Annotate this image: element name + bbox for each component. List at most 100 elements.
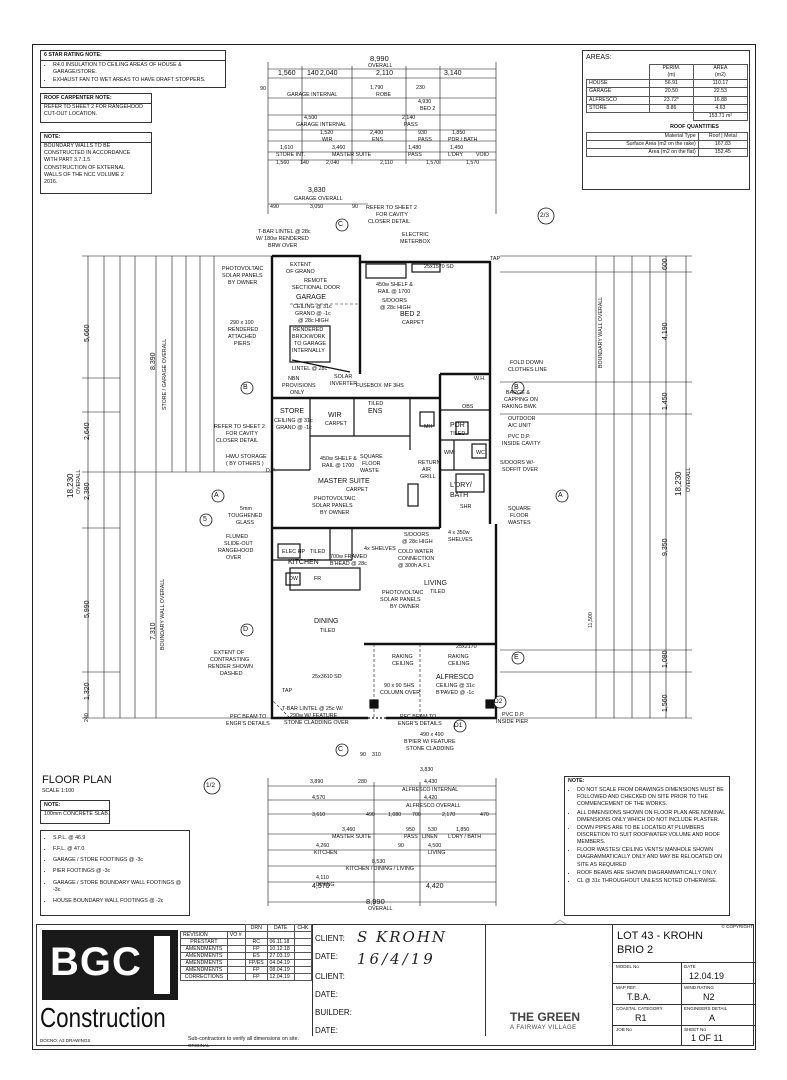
plan-note: S/DOORS W/- [500,460,535,466]
dim: 2,640 [84,422,91,440]
general-note-item: ROOF BEAMS ARE SHOWN DIAGRAMMATICALLY ON… [577,870,726,877]
dim-label: WIR [322,137,333,143]
dim: 1,850 [452,130,466,136]
general-note-item: FLOOR WASTES/ CEILING VENTS/ MANHOLE SHO… [577,847,726,868]
revision-date: 10.12.18 [266,945,295,953]
room-note: GRANO @ -1c [295,311,331,317]
plan-note: INTERNALLY [292,348,325,354]
room-note: TILED [368,401,384,407]
plan-note: DW [289,576,298,582]
room-alfresco: ALFRESCO [436,674,474,681]
dim: 280 [358,779,367,785]
plan-note: PHOTOVOLTAIC [314,496,356,502]
copyright: © COPYRIGHT [721,924,753,929]
dim: 4,260 [316,843,330,849]
plan-note: FUSEBOX [356,383,382,389]
plan-note: CEILING [392,661,414,667]
plan-note: CONNECTION [398,556,435,562]
plan-note: FOR CAVITY [226,431,258,437]
plan-note: SOLAR PANELS [380,597,421,603]
area-name: STORE [585,103,651,113]
room-pdr: PDR [450,422,465,429]
plan-note: NBN [288,376,300,382]
plan-note: PVC D.P. [508,434,531,440]
revision-footer: Sub-contractors to verify all dimensions… [188,1036,299,1042]
plan-note: 490 x 490 [420,732,444,738]
mapref-label: MAP REF. [616,985,637,990]
plan-note: 450w SHELF & [320,456,357,462]
dim: 490 [270,204,279,210]
plan-note: TAP [490,256,501,262]
dim: 4,500 [428,843,442,849]
plan-note: W.H. [474,376,486,382]
dim-label: VOID [476,152,489,158]
plan-note: T-BAR LINTEL @ 25c W/ [282,706,343,712]
dim: 470 [480,812,489,818]
room-ldry-bath: BATH [450,492,469,499]
plan-note: RAKING BWK [502,404,537,410]
the-green-text: THE GREEN [510,1010,581,1024]
dim: 4,570 [312,883,330,890]
plan-note: SHR [460,504,472,510]
room-note: TILED [430,589,446,595]
dim: 90 [352,204,358,210]
dim: 18,230 [674,471,683,496]
plan-note: ONLY [290,390,305,396]
plan-note: ENGR'S DETAILS [398,721,442,727]
client-label: CLIENT: [315,934,345,943]
title-info: © COPYRIGHT LOT 43 - KROHN BRIO 2 MODEL … [612,924,755,1046]
dim: 1,570 [466,160,480,166]
date-label: DATE: [315,1026,338,1035]
plan-note: RAKING [448,654,469,660]
revision-drn: ES [244,952,268,960]
perim-label: PERIM. [662,65,681,72]
dim-label: GARAGE INTERNAL [296,122,347,128]
plan-note: SHELVES [448,537,473,543]
dim: 4,110 [316,875,329,881]
section-marker-c: C [338,221,344,228]
plan-note: METERBOX [400,239,431,245]
dim: 1,560 [278,70,296,77]
dim: 1,610 [280,145,294,151]
dim: 3,830 [308,187,326,194]
plan-note: S/DOORS [404,532,429,538]
level-item: HOUSE BOUNDARY WALL FOOTINGS @ -2c [53,898,186,905]
dim: 9,350 [662,538,669,556]
dim: 2,110 [380,160,393,166]
plan-note: FOR CAVITY [376,212,408,218]
plan-note: WASTES [508,520,531,526]
plan-note: SLIDE-OUT [224,541,253,547]
revision-name: AMENDMENTS [180,945,228,953]
dim: 230 [416,85,425,91]
dim-overall: 8,990 [370,54,389,63]
plan-note: OVER [226,555,242,561]
dim: 140 [300,160,309,166]
dim: 3,610 [312,812,326,818]
plan-note: A/C UNIT [508,423,532,429]
room-note: TILED [450,431,466,437]
section-marker-b: B [243,384,248,391]
dim: 1,520 [320,130,334,136]
wind-value: N2 [703,992,715,1002]
plan-note: OUTDOOR [508,416,536,422]
dim: 530 [428,827,437,833]
revision-date: 12.04.19 [266,973,295,981]
plan-note: INSIDE PIER [496,719,529,725]
plan-note: ELECTRIC [402,232,429,238]
boundary-note-line: CONSTRUCTED IN ACCORDANCE [44,150,131,157]
plan-note: @ 28c HIGH [298,318,329,324]
dim-label: OVERALL [686,467,692,492]
plan-note: PIERS [234,341,251,347]
dim-label: STORE INT. [276,152,306,158]
plan-note: GRILL [420,474,436,480]
dim: 1,080 [388,812,402,818]
construction-text: Construction [40,1002,166,1033]
room-wir: WIR [328,412,342,419]
revision-drn: FP [244,973,268,981]
dim-label: L'DRY / BATH [448,834,482,840]
plan-note: STONE CLADDING [406,746,454,752]
room-master-suite: MASTER SUITE [318,478,370,485]
dim: 18,230 [66,473,75,498]
